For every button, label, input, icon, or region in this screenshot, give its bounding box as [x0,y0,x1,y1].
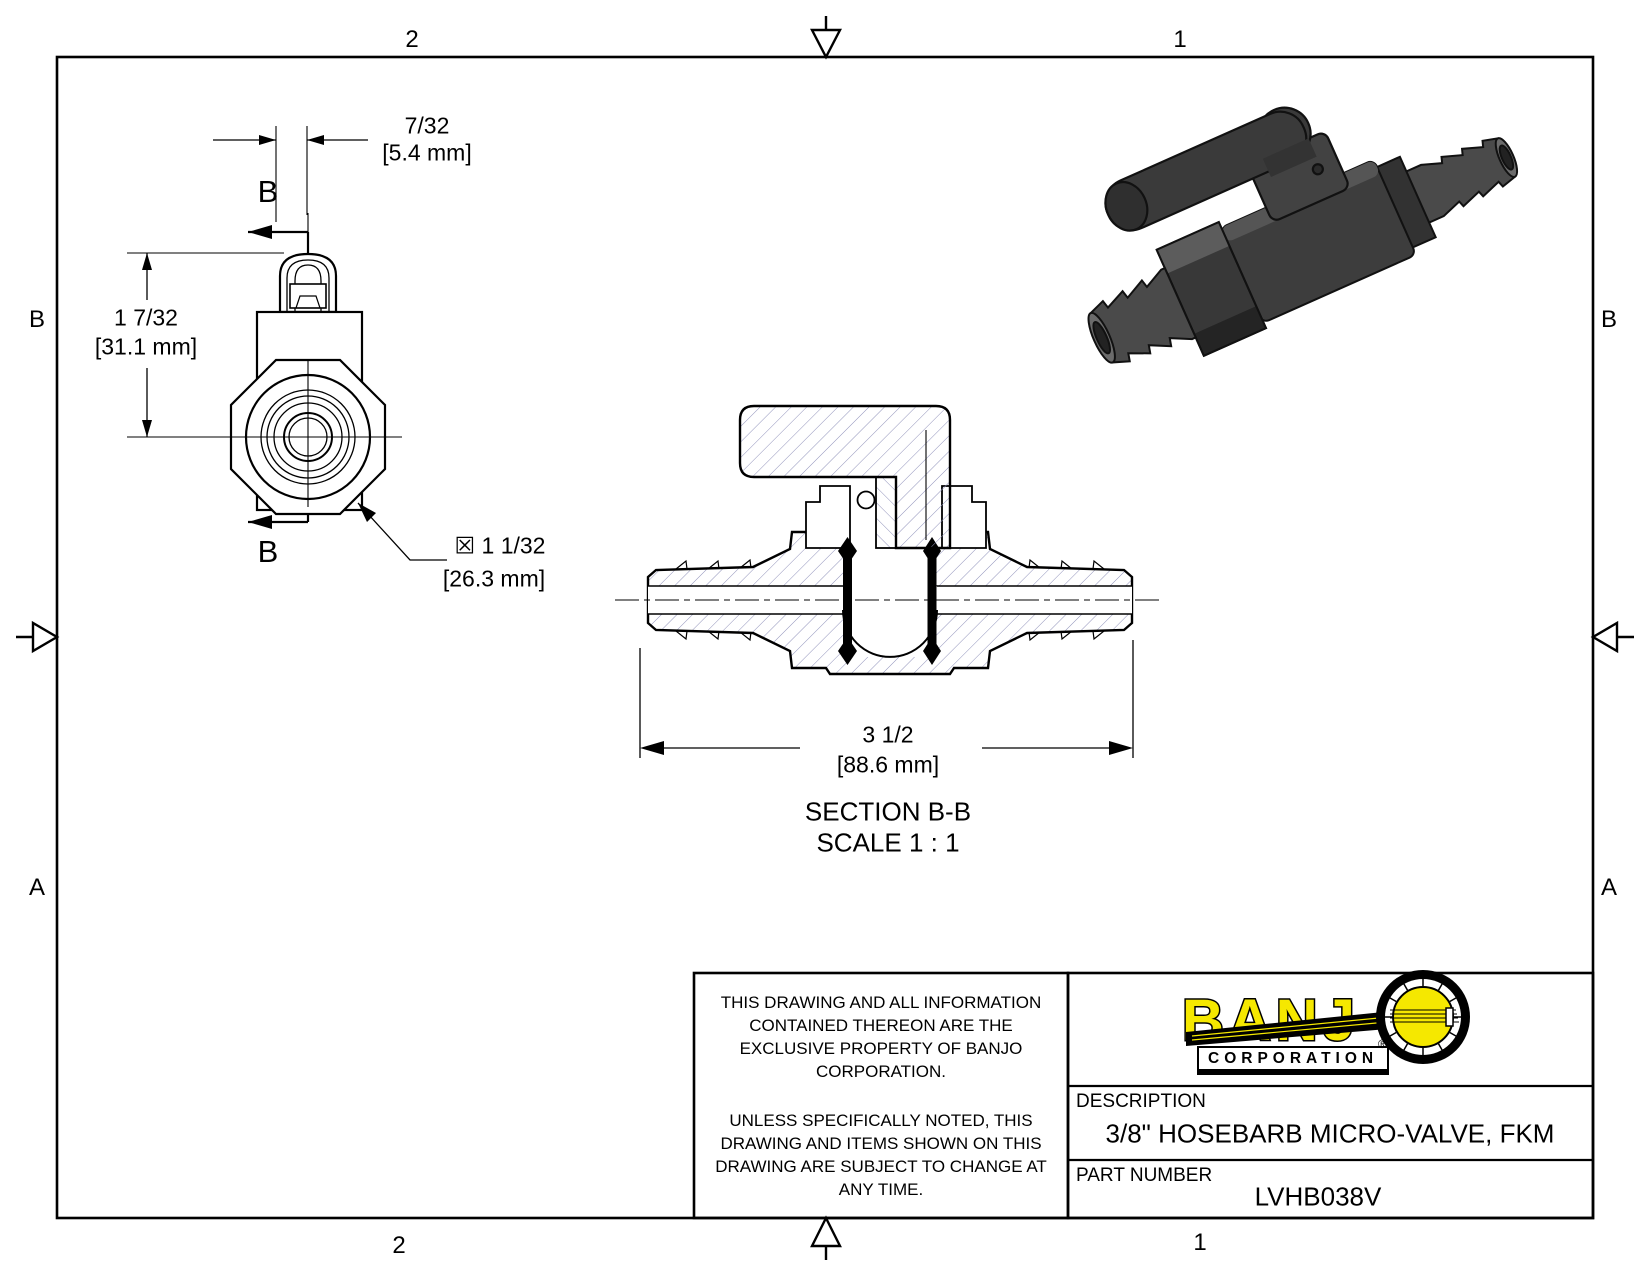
description-value: 3/8" HOSEBARB MICRO-VALVE, FKM [1105,1118,1555,1149]
dim-length-imperial: 3 1/2 [862,721,914,748]
registered-mark: ® [1378,1037,1387,1051]
dim-diameter-leader [357,502,447,561]
property-notice-1: THIS DRAWING AND ALL INFORMATION CONTAIN… [720,992,1042,1081]
zone-label-left-upper: B [28,306,46,333]
part-number-value: LVHB038V [1254,1181,1382,1212]
dim-length-lines [639,640,1134,758]
banjo-neck [1186,1008,1423,1046]
property-notice-2: UNLESS SPECIFICALLY NOTED, THIS DRAWING … [715,1110,1047,1199]
dim-width-imperial: 7/32 [404,112,450,139]
zone-label-top-right: 1 [1173,26,1187,53]
section-view-scale: SCALE 1 : 1 [816,827,960,858]
zone-label-top-left: 2 [405,26,419,53]
zone-label-right-lower: A [1600,874,1618,901]
zone-label-left-lower: A [28,874,46,901]
zone-marker-bottom-icon [810,1215,842,1260]
section-handle [738,404,952,550]
stem-oring [856,490,876,510]
zone-marker-top-icon [810,16,842,60]
dim-width-metric: [5.4 mm] [382,139,472,166]
part-number-label: PART NUMBER [1076,1165,1213,1186]
isometric-render [1087,106,1519,364]
zone-label-bottom-left: 2 [392,1232,406,1259]
zone-label-right-upper: B [1600,306,1618,333]
zone-marker-right-icon [1590,620,1634,654]
section-view-title: SECTION B-B [804,796,972,827]
front-view-drawing [127,126,447,561]
zone-label-bottom-right: 1 [1193,1229,1207,1256]
banjo-head [1376,970,1470,1064]
dim-height-imperial: 1 7/32 [114,304,178,331]
section-letter-bottom: B [257,534,279,569]
section-view-drawing [615,404,1160,758]
dim-length-metric: [88.6 mm] [836,751,940,778]
dim-height-lines [142,253,152,437]
dim-width-lines [213,135,368,145]
title-block-frame [692,971,1595,1220]
dim-diameter-metric: [26.3 mm] [442,565,546,592]
description-label: DESCRIPTION [1076,1091,1206,1112]
banjo-corporation-label: CORPORATION [1197,1046,1390,1075]
banjo-logo: BANJ ® [1181,970,1470,1064]
dim-height-metric: [31.1 mm] [94,333,198,360]
zone-marker-left-icon [16,620,60,654]
dim-diameter-imperial: ☒ 1 1/32 [454,532,546,559]
property-notice-box: THIS DRAWING AND ALL INFORMATION CONTAIN… [694,973,1068,1218]
section-letter-top: B [257,174,279,209]
